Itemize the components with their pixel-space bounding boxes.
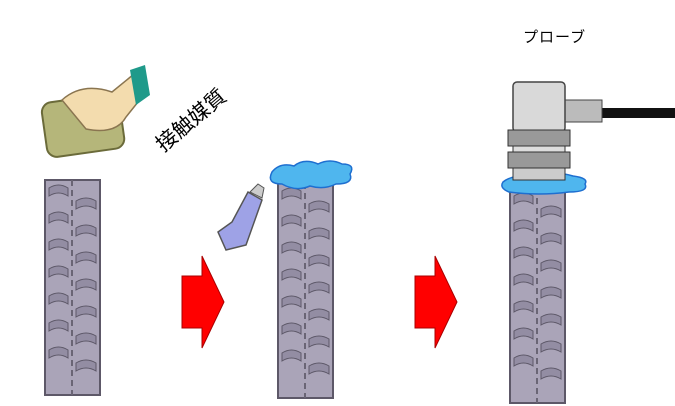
arrow-step-2 bbox=[414, 255, 458, 349]
rebar-3 bbox=[509, 187, 566, 404]
probe-icon bbox=[507, 81, 675, 181]
hand-wiping-icon bbox=[40, 65, 150, 158]
couplant-bottle-icon bbox=[217, 183, 265, 251]
rebar-2 bbox=[277, 182, 334, 399]
rebar-1 bbox=[44, 179, 101, 396]
couplant-puddle bbox=[269, 160, 353, 190]
arrow-step-1 bbox=[181, 255, 225, 349]
probe-label: プローブ bbox=[523, 28, 587, 46]
